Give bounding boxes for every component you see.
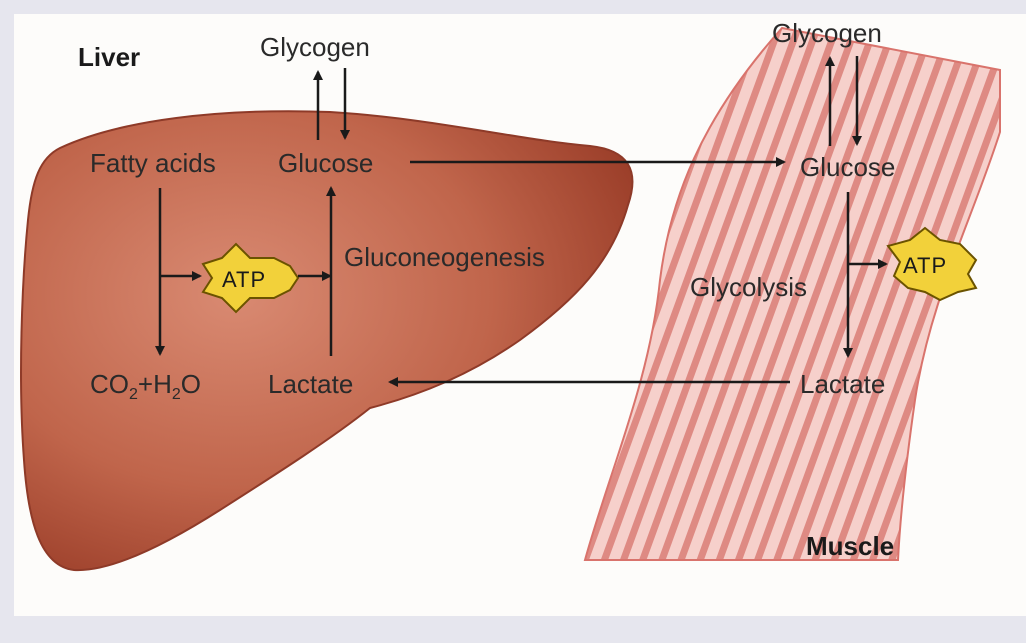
muscle-glucose-label: Glucose [800, 152, 895, 182]
muscle-title: Muscle [806, 531, 894, 561]
glycolysis-label: Glycolysis [690, 272, 807, 302]
muscle-lactate-label: Lactate [800, 369, 885, 399]
muscle-atp-star: ATP [886, 226, 978, 302]
liver-lactate-label: Lactate [268, 369, 353, 399]
liver-title: Liver [78, 42, 140, 72]
liver-glycogen-label: Glycogen [260, 32, 370, 62]
co2-h2o-label: CO2+H2O [90, 369, 201, 403]
liver-atp-star: ATP [201, 242, 300, 314]
fatty-acids-label: Fatty acids [90, 148, 216, 178]
liver-glucose-label: Glucose [278, 148, 373, 178]
gluconeogenesis-label: Gluconeogenesis [344, 242, 545, 272]
liver-atp-label: ATP [222, 267, 266, 292]
muscle-glycogen-label: Glycogen [772, 18, 882, 48]
muscle-atp-label: ATP [903, 253, 947, 278]
liver-shape [20, 110, 634, 572]
